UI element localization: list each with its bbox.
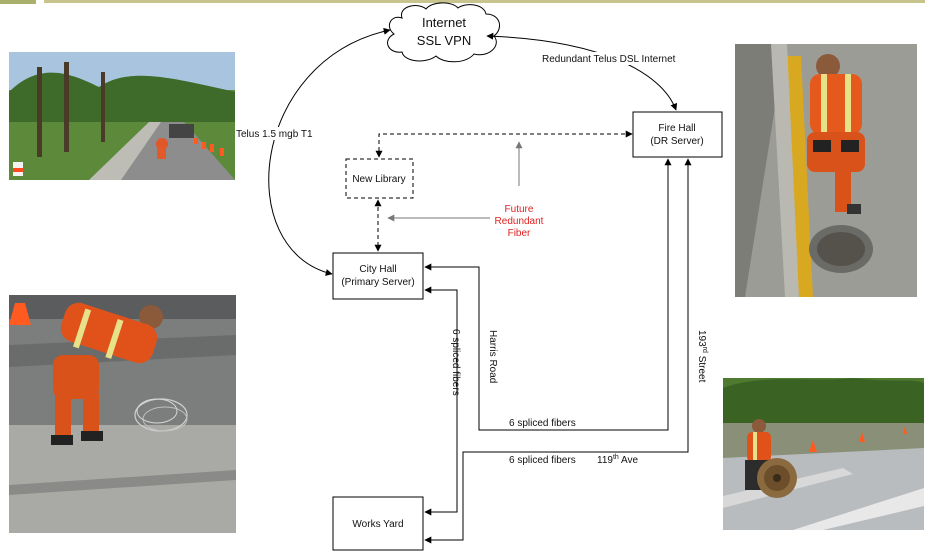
street-193-label: 193rd Street xyxy=(696,330,708,383)
future-label-3: Fiber xyxy=(508,228,531,239)
street-193-link xyxy=(424,158,692,544)
photo-worker-cable-coil xyxy=(9,295,236,533)
t1-label-bg xyxy=(234,127,314,140)
fire-hall-node: Fire Hall (DR Server) xyxy=(632,111,723,158)
spliced-vertical-label: 6 spliced fibers xyxy=(450,329,461,396)
t1-label: Telus 1.5 mgb T1 xyxy=(236,129,313,140)
photo-worker-manhole xyxy=(735,44,917,297)
future-fiber-link xyxy=(375,130,633,158)
dsl-label: Redundant Telus DSL Internet xyxy=(542,54,676,65)
city-hall-sublabel: (Primary Server) xyxy=(341,277,414,288)
future-label-1: Future xyxy=(505,204,534,215)
fire-hall-sublabel: (DR Server) xyxy=(650,136,703,147)
dsl-link xyxy=(486,32,678,111)
future-label-2: Redundant xyxy=(495,216,544,227)
fire-hall-label: Fire Hall xyxy=(658,123,695,134)
header-bar xyxy=(0,0,925,6)
internet-cloud: Internet SSL VPN xyxy=(387,2,501,63)
internet-label: Internet xyxy=(422,15,466,30)
works-yard-node: Works Yard xyxy=(332,496,424,551)
city-hall-node: City Hall (Primary Server) xyxy=(332,252,424,300)
harris-road-label: Harris Road xyxy=(487,330,498,383)
spliced-mid-label: 6 spliced fibers xyxy=(509,418,576,429)
works-yard-label: Works Yard xyxy=(352,519,403,530)
photo-cable-reel xyxy=(723,378,924,530)
new-library-label: New Library xyxy=(352,174,405,185)
photo-street-crew xyxy=(9,52,235,180)
ave-119-label: 119th Ave xyxy=(597,454,639,466)
t1-link xyxy=(268,27,391,276)
new-library-node: New Library xyxy=(345,158,414,199)
vpn-label: SSL VPN xyxy=(417,33,471,48)
spliced-bottom-label: 6 spliced fibers xyxy=(509,455,576,466)
header-accent xyxy=(0,0,36,4)
works-yard-link xyxy=(424,286,458,516)
header-line xyxy=(44,0,925,3)
city-hall-label: City Hall xyxy=(359,264,396,275)
dsl-label-bg xyxy=(540,52,679,65)
